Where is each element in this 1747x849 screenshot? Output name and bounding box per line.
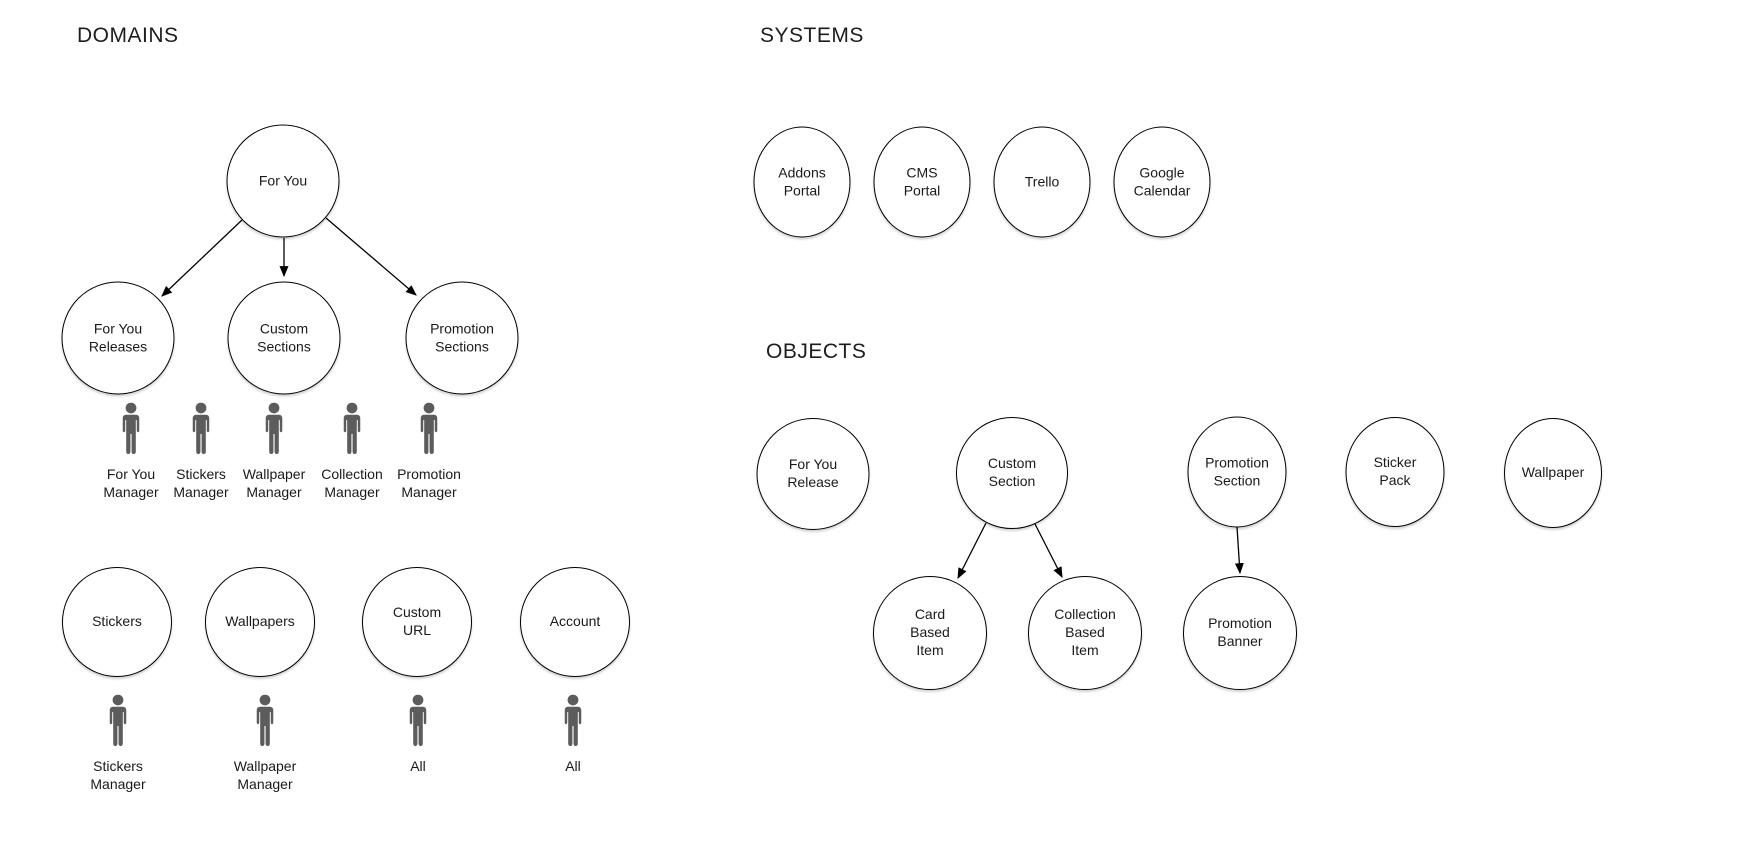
manager-label: Stickers Manager [90, 758, 146, 792]
edge-promotion-section-to-promotion-banner [1234, 526, 1244, 575]
edge-for-you-to-for-you-releases [161, 219, 243, 297]
manager-label: All [410, 758, 426, 774]
person-icon [417, 402, 442, 458]
domain-node-for-you: For You [226, 124, 340, 238]
person-icon [340, 402, 365, 458]
system-node-trello: Trello [993, 126, 1091, 238]
manager-label: Wallpaper Manager [233, 758, 297, 792]
manager-label: Promotion Manager [397, 466, 461, 500]
manager-label: Collection Manager [321, 466, 383, 500]
manager-label: All [565, 758, 581, 774]
systems-section-title: SYSTEMS [760, 24, 864, 47]
object-node-card-based-item: Card Based Item [873, 576, 987, 690]
object-node-promotion-section: Promotion Section [1187, 416, 1287, 528]
domain-node-custom-sections: Custom Sections [227, 281, 341, 395]
manager-label: Stickers Manager [173, 466, 229, 500]
person-icon [106, 694, 131, 750]
edge-custom-section-to-card-based-item [957, 522, 987, 579]
system-node-google-calendar: Google Calendar [1113, 126, 1211, 238]
object-node-custom-section: Custom Section [956, 417, 1068, 529]
domain-node-stickers: Stickers [62, 567, 172, 677]
object-node-wallpaper: Wallpaper [1504, 418, 1602, 528]
person-icon [253, 694, 278, 750]
person-icon [262, 402, 287, 458]
domains-section-title: DOMAINS [77, 24, 179, 47]
manager-label: Wallpaper Manager [242, 466, 306, 500]
person-icon [189, 402, 214, 458]
domain-node-account: Account [520, 567, 630, 677]
person-icon [119, 402, 144, 458]
manager-label: For You Manager [103, 466, 159, 500]
domain-node-wallpapers: Wallpapers [205, 567, 315, 677]
object-node-sticker-pack: Sticker Pack [1345, 417, 1445, 527]
person-icon [406, 694, 431, 750]
object-node-promotion-banner: Promotion Banner [1183, 576, 1297, 690]
object-node-for-you-release: For You Release [756, 418, 870, 530]
edge-custom-section-to-collection-based-item [1034, 523, 1063, 578]
edge-for-you-to-promotion-sections [325, 217, 417, 296]
object-node-collection-based-item: Collection Based Item [1028, 576, 1142, 690]
system-node-addons-portal: Addons Portal [753, 126, 851, 238]
domain-node-promotion-sections: Promotion Sections [405, 281, 519, 395]
system-node-cms-portal: CMS Portal [873, 126, 971, 238]
objects-section-title: OBJECTS [766, 340, 867, 363]
domain-node-for-you-releases: For You Releases [61, 281, 175, 395]
domain-node-custom-url: Custom URL [362, 567, 472, 677]
person-icon [561, 694, 586, 750]
